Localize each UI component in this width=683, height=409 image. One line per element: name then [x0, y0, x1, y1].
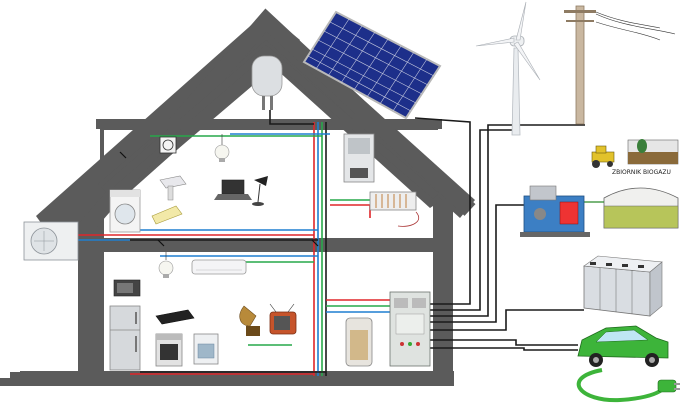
gramophone-icon [240, 306, 260, 336]
indoor-ac-icon [192, 260, 246, 274]
washing-machine-icon [110, 190, 140, 232]
water-heater-icon [252, 56, 282, 110]
storage-tank-icon [346, 318, 372, 366]
light-bulb-icon [215, 134, 229, 162]
battery-bank-icon [584, 256, 662, 316]
front-steps [0, 372, 20, 386]
hairdryer-icon [160, 176, 186, 200]
electric-car-icon [578, 326, 668, 367]
fan-icon [160, 137, 176, 153]
microwave-icon [114, 280, 140, 296]
power-pole-icon [564, 6, 675, 124]
oven-icon [156, 334, 182, 366]
wind-turbine-icon [476, 2, 540, 135]
attic-floor [96, 119, 442, 129]
heater-icon [370, 192, 419, 226]
biogas-tank-label: ZBIORNIK BIOGAZU [612, 169, 671, 176]
tractor-icon [592, 146, 614, 168]
control-cabinet-icon[interactable] [390, 292, 430, 366]
laptop-icon [214, 180, 252, 200]
lamp-icon [252, 176, 268, 206]
dishwasher-icon [194, 334, 218, 364]
air-conditioner-icon [24, 222, 78, 260]
tv-icon [270, 304, 296, 334]
generator-icon [520, 186, 590, 237]
iron-icon [152, 206, 182, 224]
fridge-icon [110, 306, 140, 370]
cooktop-icon [156, 310, 194, 324]
boiler-icon [344, 134, 374, 182]
charging-plug-icon [579, 370, 680, 400]
